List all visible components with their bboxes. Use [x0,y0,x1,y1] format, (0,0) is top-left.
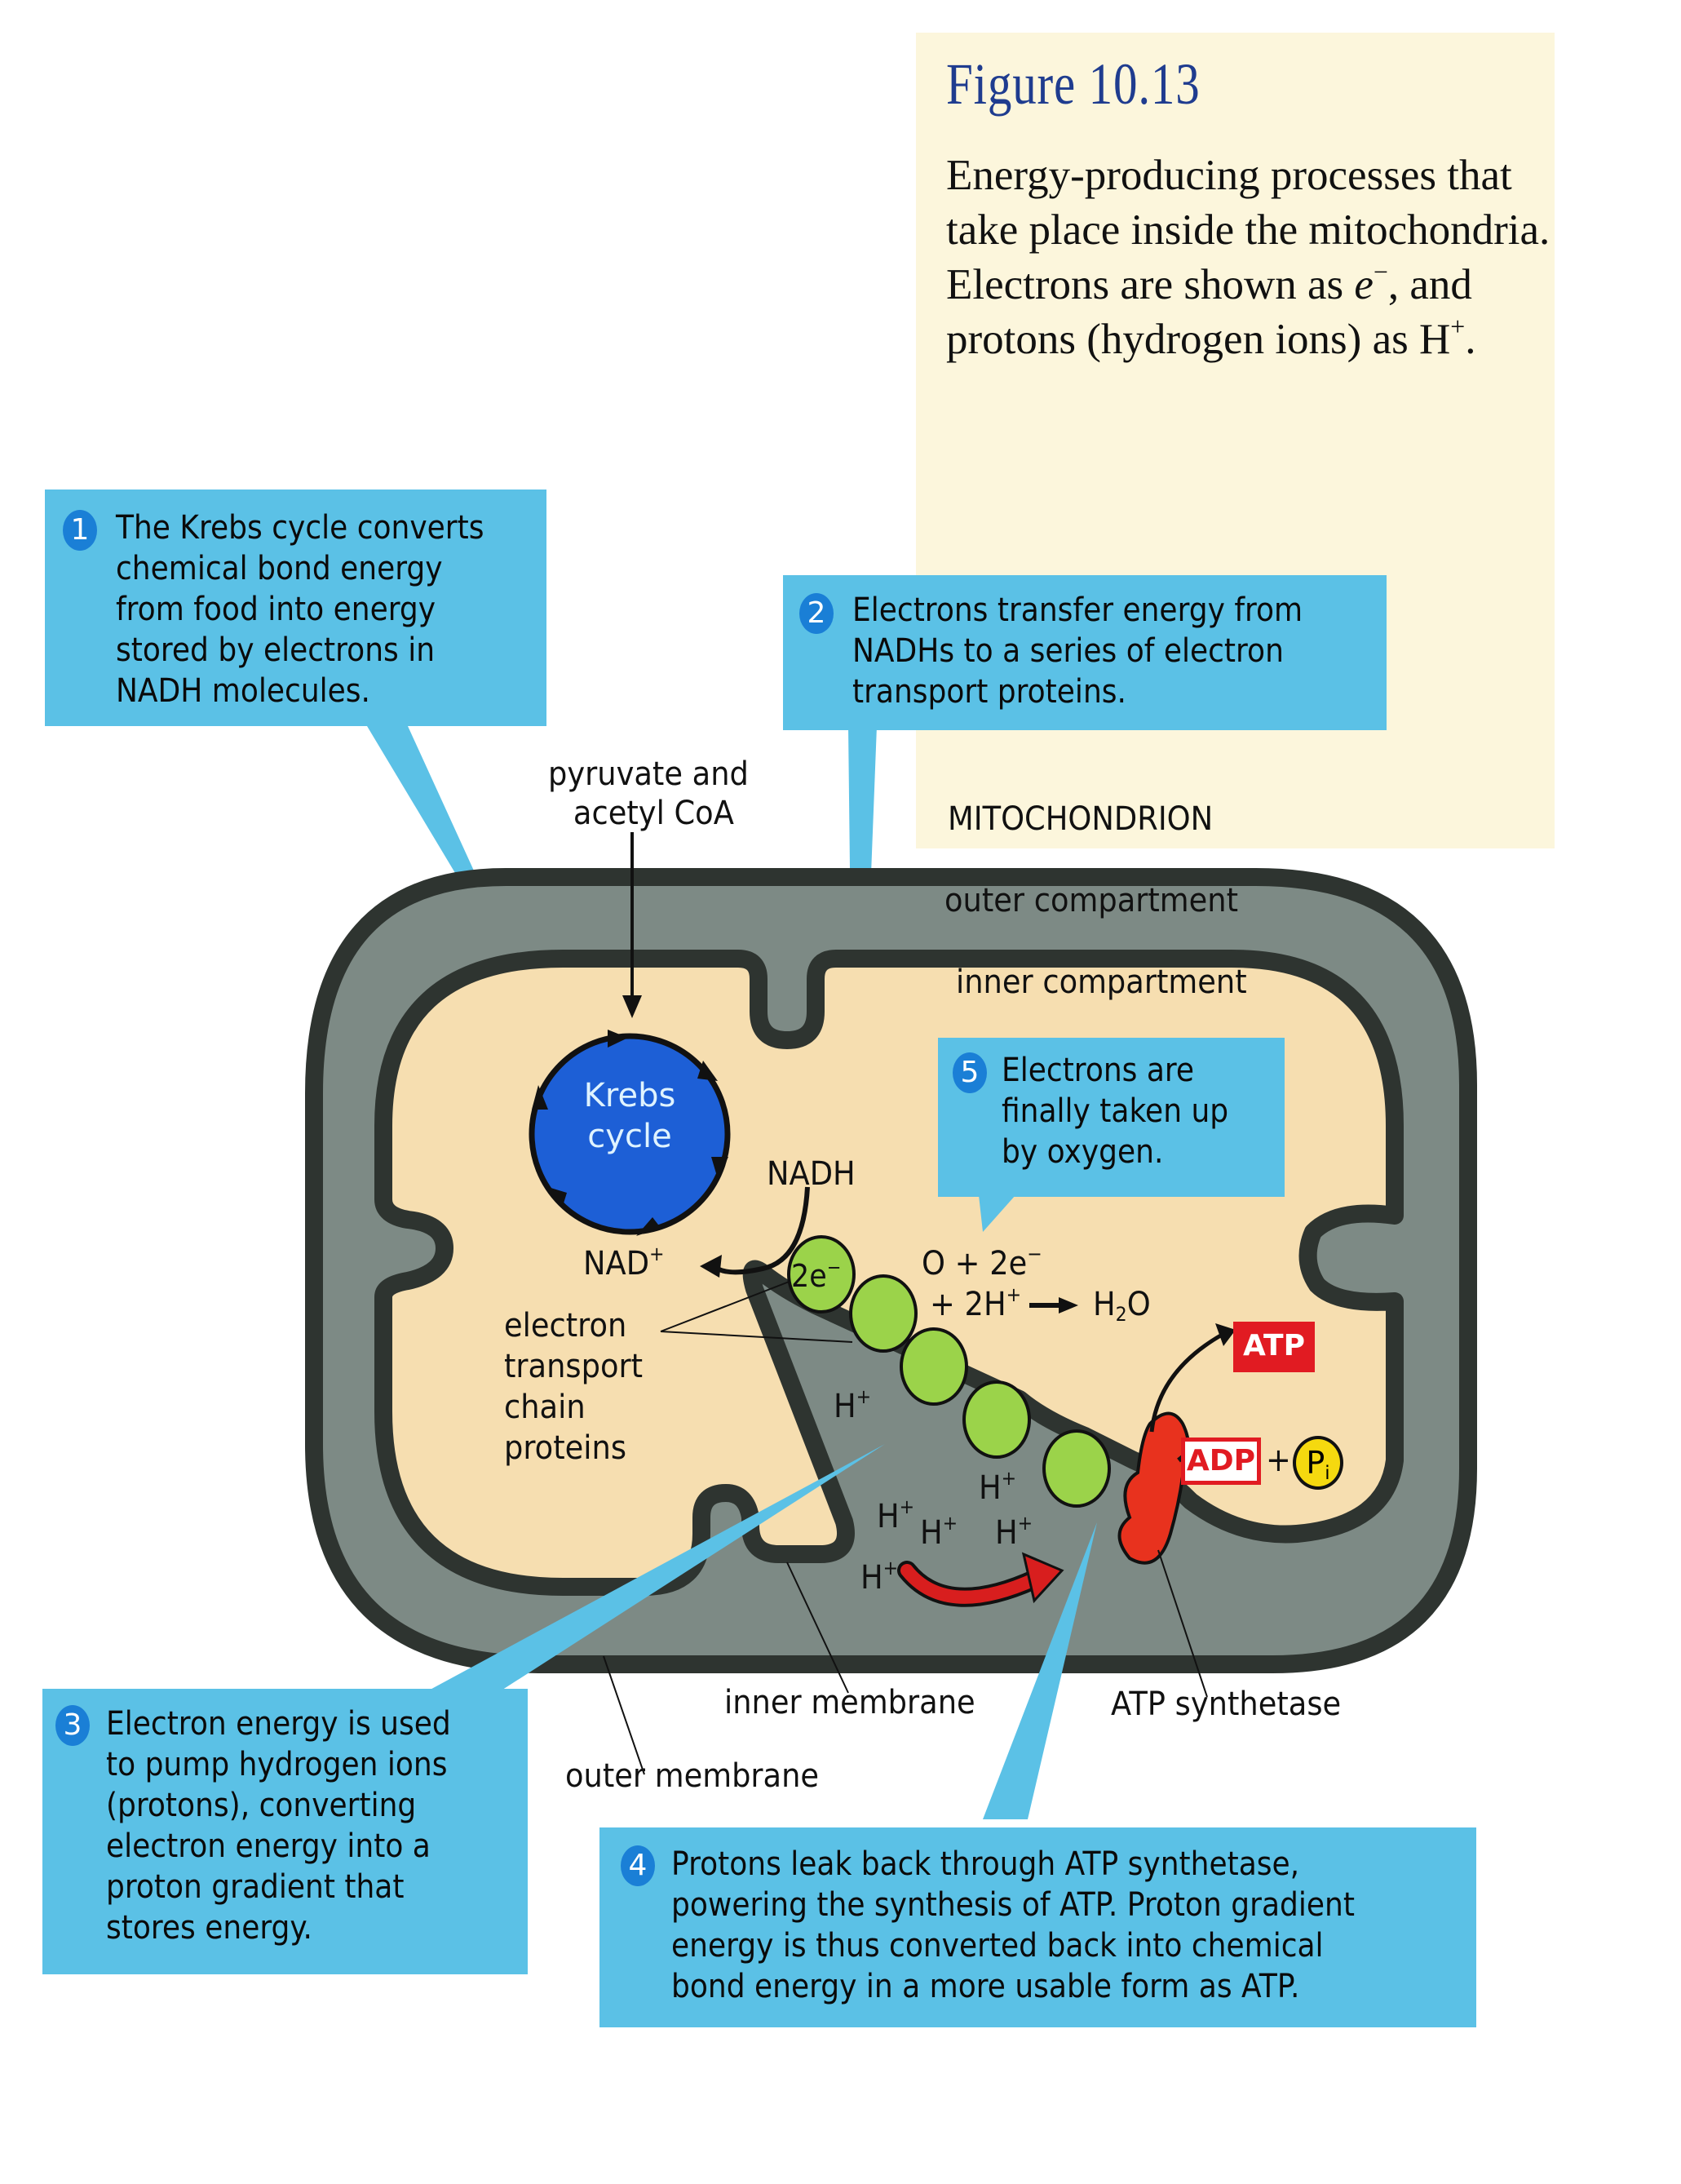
proton-flow-arrowhead [1021,1552,1064,1604]
etc-protein-2 [849,1274,918,1353]
two-electrons-label: 2e− [791,1257,842,1294]
pyruvate-label-line-1: pyruvate and [548,755,749,793]
nadh-label: NADH [767,1155,856,1193]
oxygen-reaction-line-2: + 2H+ [930,1283,1022,1323]
etc-leader-2 [660,1331,853,1343]
water-product: H2O [1093,1286,1151,1327]
callout-5-text: Electrons are finally taken up by oxygen… [1002,1052,1229,1171]
atp-arrowhead [1215,1323,1236,1346]
pyruvate-label: pyruvate and acetyl CoA [548,755,749,833]
krebs-label-line-2: cycle [587,1118,672,1155]
oxygen-reaction-line-1: O + 2e− [922,1243,1042,1282]
pyruvate-arrowhead [622,995,642,1018]
etc-protein-1 [787,1235,856,1314]
nad-plus-label: NAD+ [583,1243,665,1282]
callout-4-pointer [983,1522,1097,1819]
atp-box: ATP [1233,1322,1315,1372]
callout-3-pointer [424,1444,885,1693]
etc-proteins-label: electron transport chain proteins [504,1305,643,1469]
proton-flow-arrow-fill [900,1564,1042,1604]
atp-arrow [1149,1331,1225,1433]
proton-label-1: H+ [834,1385,872,1425]
etc-label-line-3: chain [504,1389,586,1426]
proton-label-2: H+ [979,1467,1017,1507]
inner-membrane-leader [786,1562,849,1694]
adp-box: ADP [1181,1438,1261,1485]
callout-1-text: The Krebs cycle converts chemical bond e… [116,509,484,710]
plus-sign: + [1266,1442,1291,1479]
callout-number-5: 5 [953,1052,987,1093]
etc-protein-3 [900,1327,968,1406]
callout-2-text: Electrons transfer energy from NADHs to … [852,591,1303,711]
nad-arrowhead [700,1255,722,1278]
callout-number-4: 4 [621,1845,655,1886]
callout-5: 5 Electrons are finally taken up by oxyg… [938,1038,1285,1197]
etc-label-line-1: electron [504,1307,627,1345]
phosphate-circle: Pi [1293,1436,1343,1490]
etc-proteins [787,1235,1111,1508]
callout-2: 2 Electrons transfer energy from NADHs t… [783,575,1387,730]
inner-membrane-label: inner membrane [724,1684,975,1721]
callout-number-1: 1 [63,510,97,551]
callout-5-pointer [979,1195,1015,1232]
figure-title: Figure 10.13 [946,51,1201,117]
atp-synthetase-leader [1157,1549,1208,1698]
krebs-cycle-label: Krebs cycle [548,1075,711,1157]
proton-label-6: H+ [860,1557,899,1597]
callout-4: 4 Protons leak back through ATP syntheta… [599,1827,1476,2027]
callout-3-text: Electron energy is used to pump hydrogen… [106,1705,451,1947]
outer-compartment-label: outer compartment [944,882,1239,919]
callout-1: 1 The Krebs cycle converts chemical bond… [45,490,546,726]
proton-label-3: H+ [877,1495,915,1535]
etc-label-line-4: proteins [504,1429,626,1467]
proton-label-4: H+ [920,1512,958,1552]
inner-compartment-label: inner compartment [956,964,1247,1001]
callout-4-text: Protons leak back through ATP synthetase… [671,1845,1355,2005]
figure-caption: Energy-producing processes that take pla… [946,152,1551,363]
callout-number-2: 2 [799,593,834,634]
krebs-cycle-arrowheads [532,1030,728,1236]
krebs-label-line-1: Krebs [583,1077,676,1114]
etc-label-line-2: transport [504,1348,644,1385]
mitochondrion-label: MITOCHONDRION [948,800,1214,838]
nadh-arrow [712,1186,810,1275]
reaction-arrowhead [1059,1297,1078,1314]
outer-membrane-label: outer membrane [565,1757,820,1795]
proton-label-5: H+ [995,1512,1033,1552]
etc-protein-5 [1042,1429,1111,1508]
pyruvate-label-line-2: acetyl CoA [573,795,734,832]
atp-synthetase-label: ATP synthetase [1111,1686,1342,1723]
callout-3: 3 Electron energy is used to pump hydrog… [42,1689,528,1974]
krebs-cycle-circle [529,1033,731,1235]
etc-protein-4 [962,1380,1031,1459]
etc-leader-1 [660,1280,792,1332]
outer-membrane-leader [603,1655,645,1775]
callout-number-3: 3 [55,1705,90,1746]
